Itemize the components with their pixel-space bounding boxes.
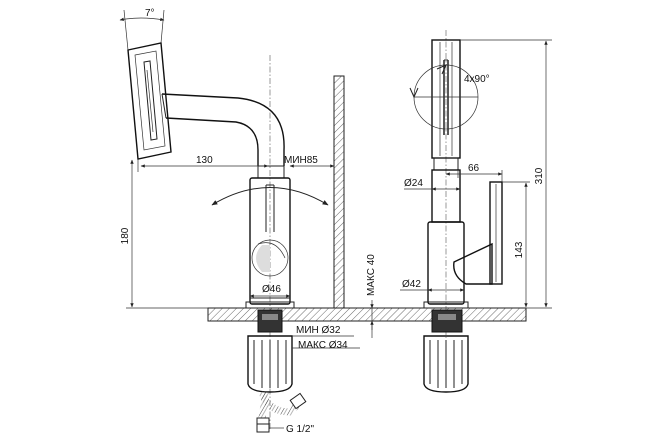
faucet-side-view: 7° 130 МИН85 180 Ø46 МАКС 40 МИН Ø32 МАК…	[119, 8, 377, 435]
front-fixing-nut	[423, 309, 469, 393]
label-dim-130: 130	[196, 155, 213, 166]
label-dim-min85: МИН85	[284, 155, 318, 166]
label-dim-143: 143	[514, 241, 525, 258]
label-dim-max40: МАКС 40	[366, 254, 377, 296]
spout-arm	[161, 93, 285, 179]
countertop	[207, 307, 527, 322]
label-dim-180: 180	[120, 227, 131, 244]
front-body	[423, 157, 469, 309]
label-dim-min32: МИН Ø32	[296, 325, 341, 336]
rotation-circle: 4x90°	[409, 64, 490, 130]
fixing-nut	[247, 309, 293, 393]
label-thread: G 1/2"	[286, 424, 314, 435]
faucet-front-view: 4x90° 66	[400, 30, 552, 393]
front-lever	[453, 181, 503, 285]
label-dim-310: 310	[534, 167, 545, 184]
spray-head	[127, 42, 172, 160]
label-rot-4x90: 4x90°	[464, 74, 490, 85]
label-dim-66: 66	[468, 163, 480, 174]
rotation-arc-left	[211, 187, 329, 206]
wall	[333, 75, 345, 309]
label-dim-max34: МАКС Ø34	[298, 340, 348, 351]
label-dim-d24: Ø24	[404, 178, 423, 189]
label-angle-7: 7°	[145, 8, 155, 19]
label-dim-d42: Ø42	[402, 279, 421, 290]
label-dim-d46: Ø46	[262, 284, 281, 295]
flexible-hoses	[256, 390, 307, 433]
faucet-body	[245, 177, 295, 309]
